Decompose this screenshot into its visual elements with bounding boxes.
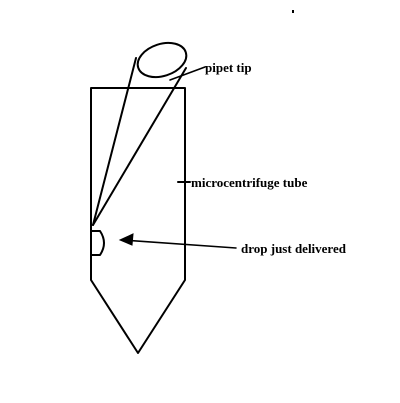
pipet-tip-label: pipet tip bbox=[205, 60, 252, 75]
pipet-tip-left-edge bbox=[92, 57, 137, 226]
pipet-tip-leader bbox=[169, 66, 206, 81]
pipet-tip-opening bbox=[136, 41, 188, 79]
drop bbox=[91, 230, 105, 256]
pipet-tip-right-edge bbox=[92, 67, 187, 226]
drop-shape bbox=[91, 230, 105, 256]
microcentrifuge-tube-label: microcentrifuge tube bbox=[191, 175, 308, 190]
drop-just-delivered-label: drop just delivered bbox=[241, 241, 347, 256]
microcentrifuge-tube bbox=[90, 87, 186, 354]
pipet-tip bbox=[92, 41, 188, 226]
tube-outline bbox=[90, 87, 186, 354]
drop-leader bbox=[121, 239, 237, 249]
drop-arrowhead-icon bbox=[118, 233, 134, 246]
scan-speck bbox=[292, 10, 294, 13]
leader-lines bbox=[118, 66, 237, 249]
